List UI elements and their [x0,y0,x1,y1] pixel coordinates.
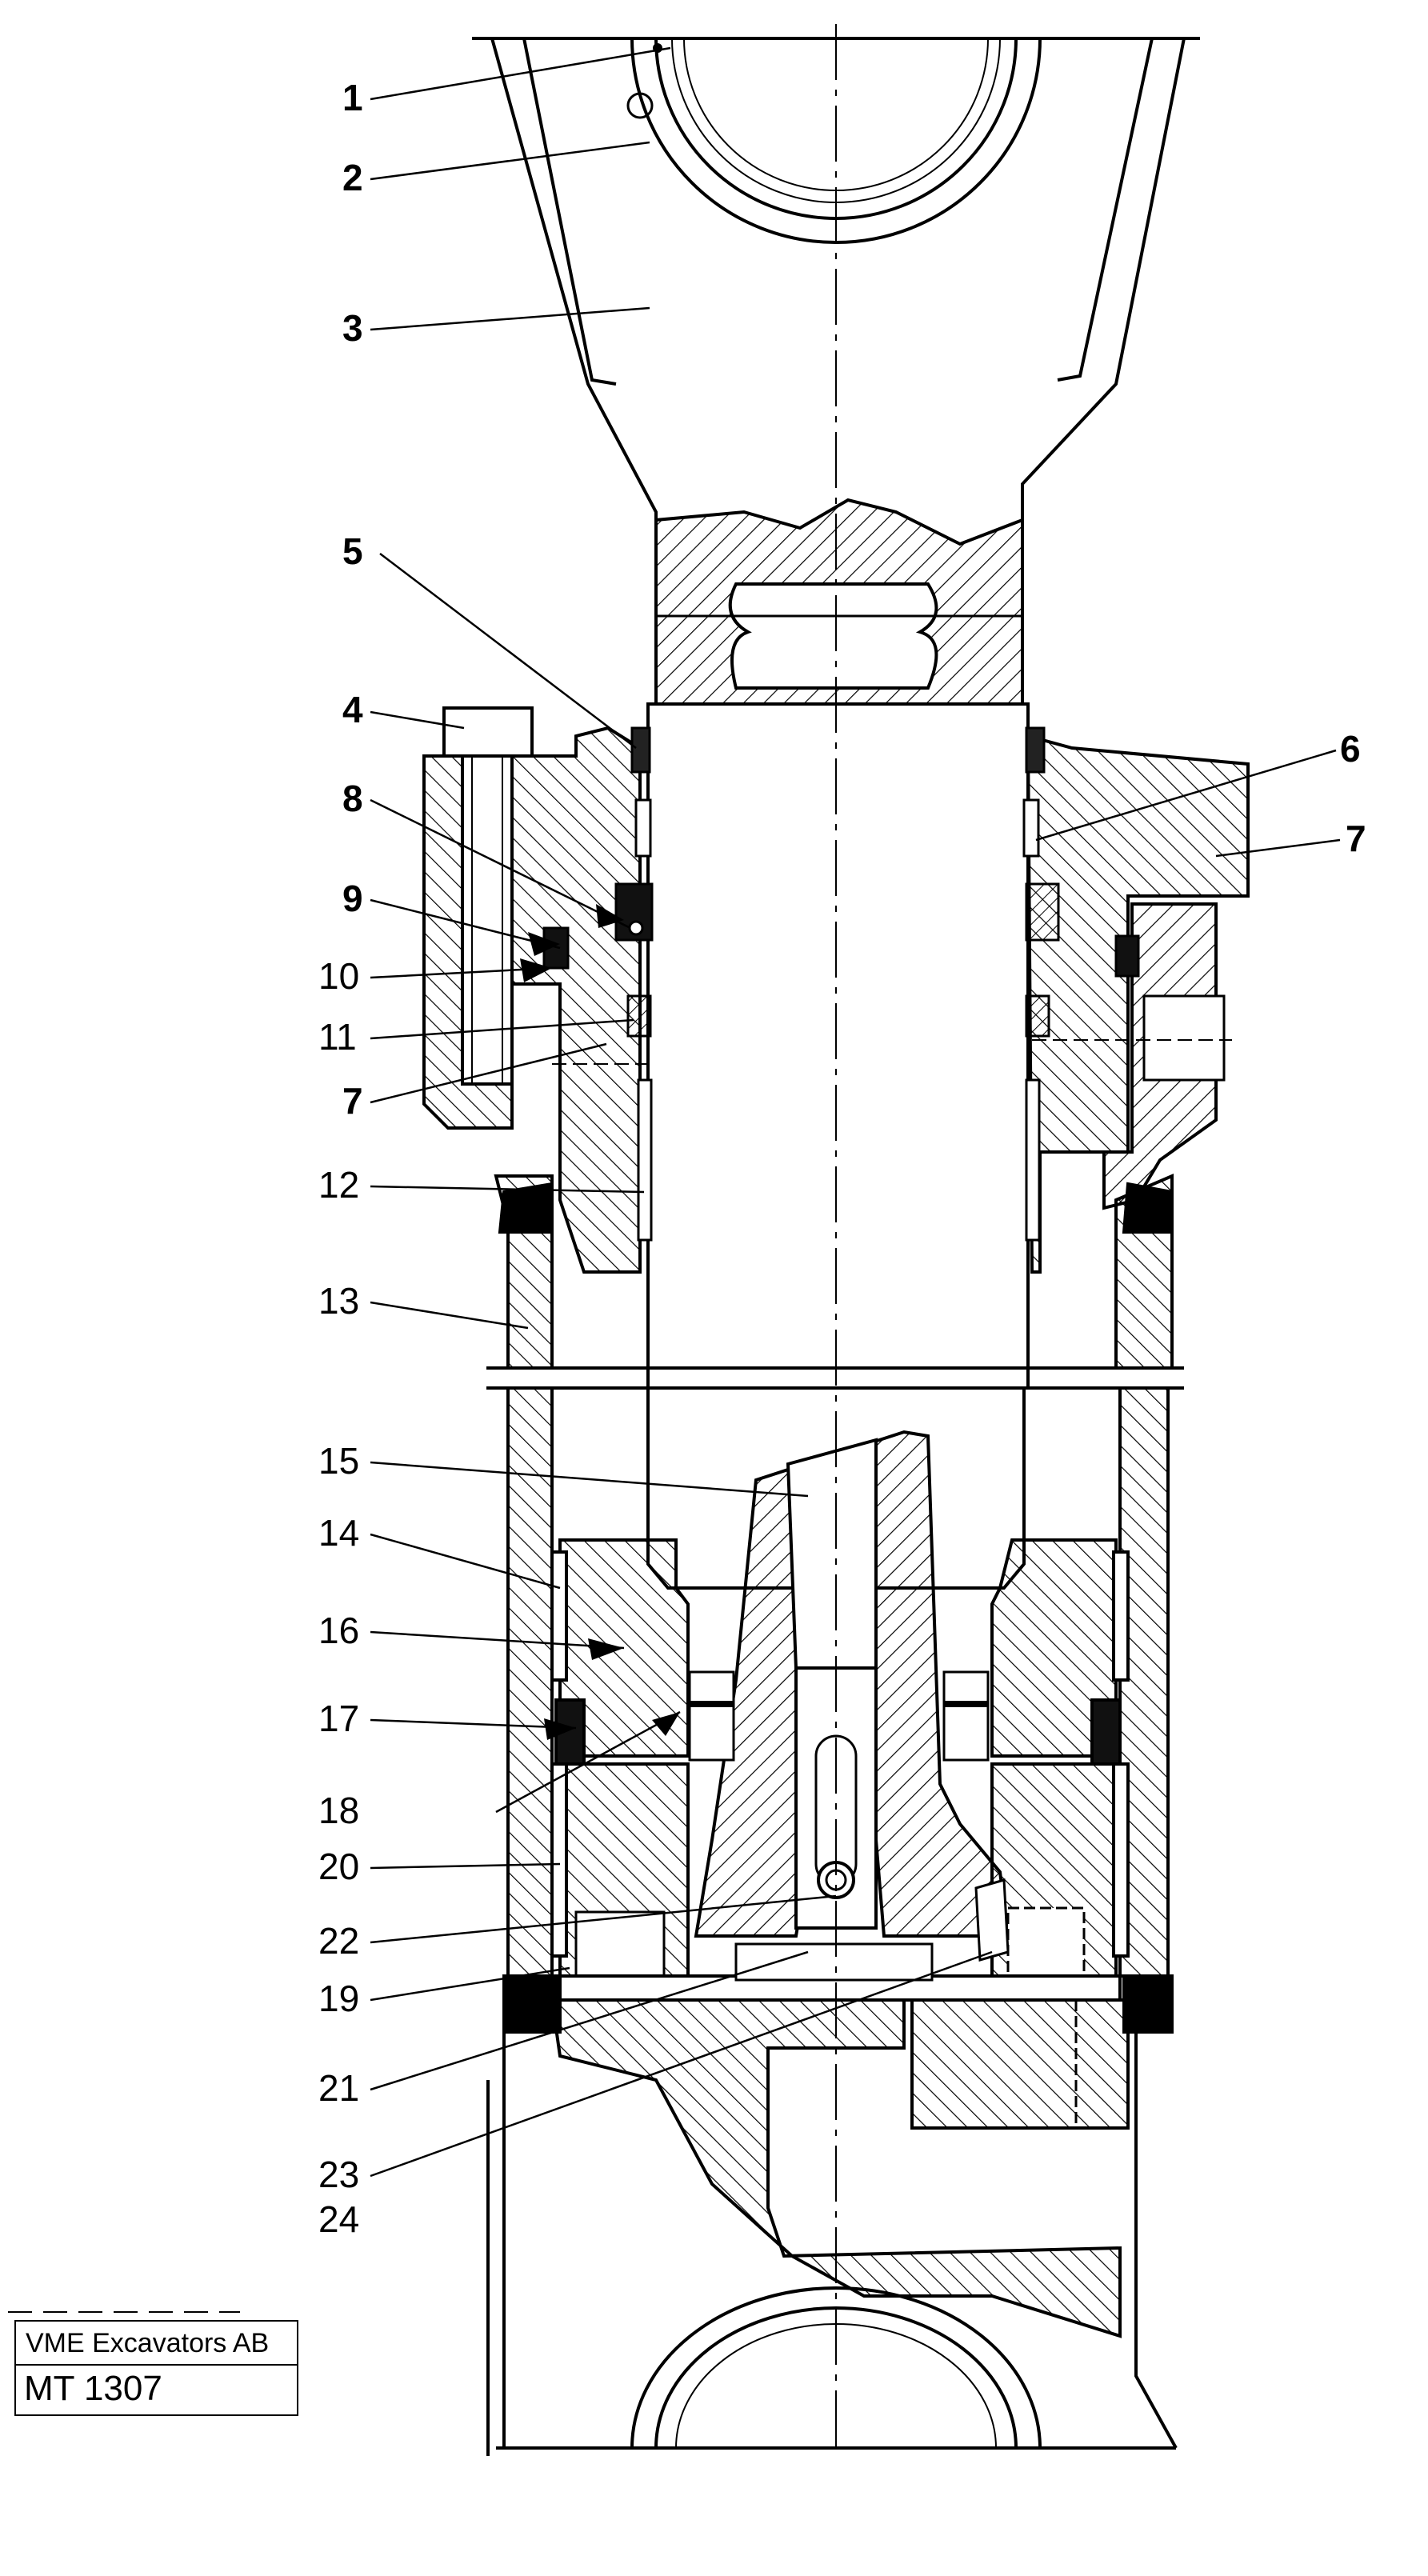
callout-18: 18 [318,1790,359,1831]
callout-3: 3 [342,307,363,349]
callout-20: 20 [318,1846,359,1887]
callout-21: 21 [318,2067,359,2109]
callout-19: 19 [318,1978,359,2019]
callout-8: 8 [342,778,363,819]
callout-13: 13 [318,1280,359,1322]
callout-17: 17 [318,1698,359,1739]
outer-tube [486,1173,1184,1978]
callout-9: 9 [342,878,363,919]
callout-11: 11 [318,1016,357,1058]
callout-12: 12 [318,1164,359,1206]
callout-16: 16 [318,1610,359,1651]
callout-1: 1 [342,77,363,118]
callout-14: 14 [318,1512,359,1554]
centre-shaft [646,498,1030,1590]
callout-7-left: 7 [342,1080,363,1122]
callout-15: 15 [318,1440,359,1482]
callout-6: 6 [1340,728,1361,770]
stamp-company: VME Excavators AB [16,2322,297,2366]
callout-23: 23 [318,2154,359,2195]
callout-2: 2 [342,157,363,198]
callout-7-right: 7 [1346,818,1366,859]
leader-lines [370,46,1341,2178]
lower-rotor [550,1430,1130,1978]
arrowheads [520,904,680,1740]
callout-24: 24 [318,2198,359,2240]
upper-seals [542,726,1140,1242]
callout-numbers: 1 2 3 5 4 6 7 8 9 10 11 7 12 13 15 14 16… [318,77,1366,2240]
upper-housing [422,706,1250,1274]
stamp-drawing-code: MT 1307 [24,2369,162,2408]
callout-22: 22 [318,1920,359,1962]
callout-5: 5 [342,530,363,572]
callout-4: 4 [342,689,363,730]
title-stamp: VME Excavators AB MT 1307 [14,2320,298,2416]
callout-10: 10 [318,955,359,997]
bottom-housing [486,1942,1178,2456]
